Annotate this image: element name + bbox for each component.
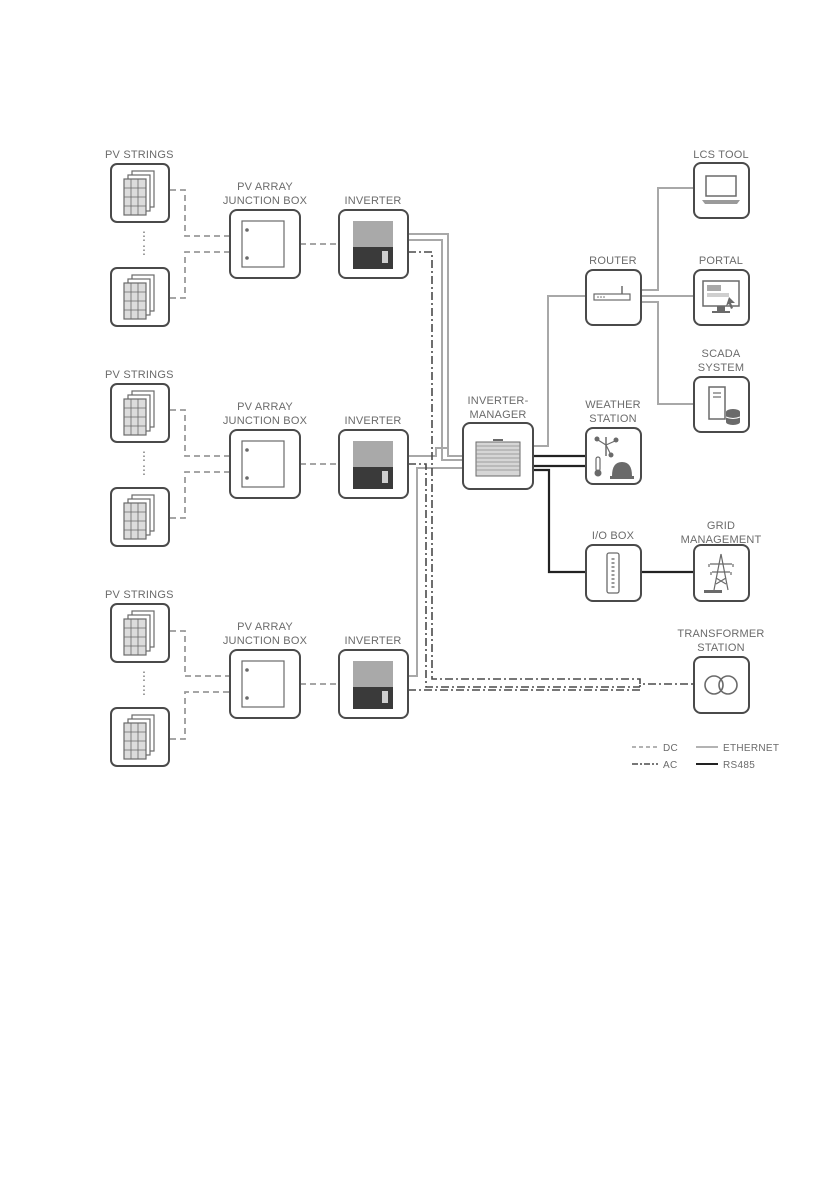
transformer-station: TRANSFORMER STATION <box>677 628 764 713</box>
inverter-manager: INVERTER- MANAGER <box>463 395 533 489</box>
junction-box-label: PV ARRAY <box>237 181 293 193</box>
lcs-tool: LCS TOOL <box>693 149 749 218</box>
router: ROUTER <box>586 255 641 325</box>
ethernet-line <box>641 302 694 404</box>
legend-rs485-label: RS485 <box>723 760 755 771</box>
inverter-label: INVERTER <box>344 415 401 427</box>
ethernet-line <box>408 234 463 456</box>
inverter-icon <box>353 661 393 709</box>
ethernet-line <box>408 240 463 460</box>
pv-string-top <box>111 164 169 222</box>
pv-string-bottom <box>111 268 169 326</box>
junction-box-label: JUNCTION BOX <box>223 415 308 427</box>
inverter-icon <box>353 221 393 269</box>
dc-line <box>170 631 230 676</box>
junction-box-label: JUNCTION BOX <box>223 635 308 647</box>
junction-box-icon <box>242 441 284 487</box>
legend-ethernet-label: ETHERNET <box>723 743 779 754</box>
inverter-icon <box>353 441 393 489</box>
ethernet-line <box>408 468 463 676</box>
dc-line <box>170 692 230 739</box>
inverter-manager-icon <box>476 439 520 476</box>
dc-line <box>170 472 230 518</box>
pv-strings-title: PV STRINGS <box>105 369 174 381</box>
pv-strings-title: PV STRINGS <box>105 589 174 601</box>
ellipsis-icon: ⋮ <box>138 243 150 257</box>
weather-label: WEATHER <box>585 399 641 411</box>
pv-group-3: PV STRINGS ⋮ ⋮ PV ARRAY JUNCTION BOX INV… <box>105 589 408 766</box>
legend-ac-label: AC <box>663 760 678 771</box>
weather-label: STATION <box>589 413 636 425</box>
grid-label: GRID <box>707 520 735 532</box>
ellipsis-icon: ⋮ <box>138 449 150 463</box>
router-label: ROUTER <box>589 255 637 267</box>
solar-panel-icon <box>124 715 154 759</box>
ellipsis-icon: ⋮ <box>138 669 150 683</box>
io-box: I/O BOX <box>586 530 641 601</box>
rs485-line <box>533 470 586 572</box>
lcs-tool-label: LCS TOOL <box>693 149 749 161</box>
weather-station: WEATHER STATION <box>585 399 641 484</box>
ellipsis-icon: ⋮ <box>138 463 150 477</box>
scada-label: SCADA <box>702 348 741 360</box>
solar-panel-icon <box>124 611 154 655</box>
inverter-manager-label: INVERTER- <box>468 395 529 407</box>
grid-management: GRID MANAGEMENT <box>681 520 762 601</box>
transformer-label: STATION <box>697 642 744 654</box>
inverter-label: INVERTER <box>344 635 401 647</box>
io-module-icon <box>607 553 619 593</box>
scada-label: SYSTEM <box>698 362 744 374</box>
dc-line <box>170 252 230 298</box>
ethernet-line <box>533 296 586 446</box>
solar-panel-icon <box>124 495 154 539</box>
portal-label: PORTAL <box>699 255 743 267</box>
junction-box-label: PV ARRAY <box>237 401 293 413</box>
io-box-label: I/O BOX <box>592 530 635 542</box>
solar-panel-icon <box>124 171 154 215</box>
pv-group-1: PV STRINGS ⋮ ⋮ PV ARRAY JUNCTION BOX <box>105 149 408 326</box>
junction-box-label: PV ARRAY <box>237 621 293 633</box>
dc-line <box>170 410 230 456</box>
inverter-manager-label: MANAGER <box>469 409 526 421</box>
junction-box-label: JUNCTION BOX <box>223 195 308 207</box>
scada-system: SCADA SYSTEM <box>694 348 749 432</box>
junction-box-icon <box>242 221 284 267</box>
legend: DC ETHERNET AC RS485 <box>632 743 779 771</box>
ellipsis-icon: ⋮ <box>138 229 150 243</box>
transformer-box <box>694 657 749 713</box>
transformer-label: TRANSFORMER <box>677 628 764 640</box>
ethernet-line <box>641 188 694 290</box>
portal: PORTAL <box>694 255 749 325</box>
ellipsis-icon: ⋮ <box>138 683 150 697</box>
legend-dc-label: DC <box>663 743 678 754</box>
solar-panel-icon <box>124 275 154 319</box>
pv-group-2: PV STRINGS ⋮ ⋮ PV ARRAY JUNCTION BOX INV… <box>105 369 408 546</box>
solar-panel-icon <box>124 391 154 435</box>
pv-strings-title: PV STRINGS <box>105 149 174 161</box>
inverter-label: INVERTER <box>344 195 401 207</box>
dc-line <box>170 190 230 236</box>
junction-box-icon <box>242 661 284 707</box>
